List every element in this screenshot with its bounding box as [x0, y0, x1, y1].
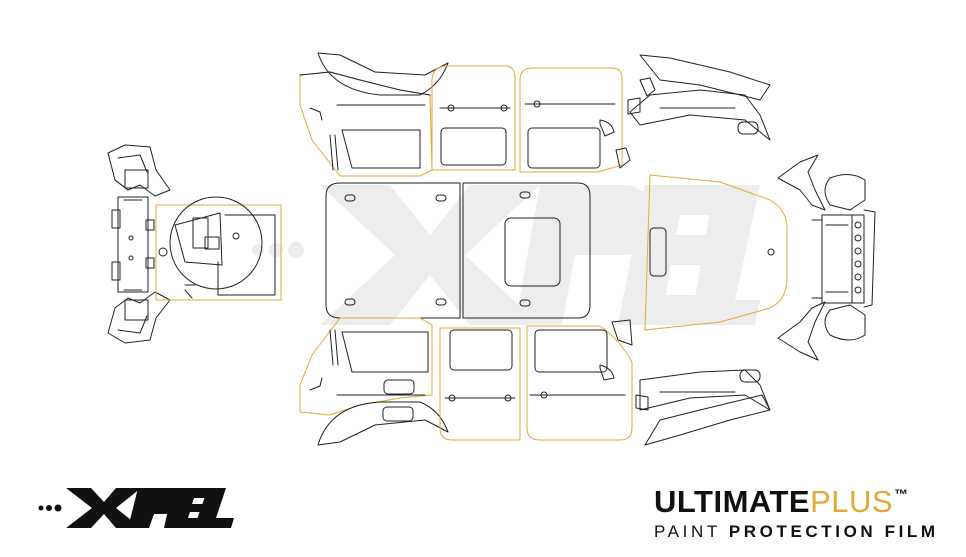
product-name-main: ULTIMATE — [654, 484, 811, 519]
front-bumper-grille-pattern — [777, 154, 876, 361]
product-name-accent: PLUS — [810, 484, 894, 519]
tagline-paint: PAINT — [654, 522, 721, 541]
rear-bumper-pattern — [107, 144, 171, 344]
trademark: ™ — [894, 486, 909, 502]
top-side-panels — [299, 52, 771, 177]
liftgate-pattern — [155, 196, 282, 301]
product-name: ULTIMATEPLUS™ — [654, 484, 909, 520]
tagline-film: FILM — [884, 522, 939, 541]
hardtop-pattern — [325, 182, 591, 319]
bottom-side-panels — [299, 317, 771, 446]
hood-pattern — [644, 174, 788, 331]
xpel-logo-icon — [38, 488, 234, 528]
dots-icon — [38, 504, 62, 512]
tagline-protection: PROTECTION — [728, 522, 877, 541]
ultimate-plus-branding: ULTIMATEPLUS™ PAINT PROTECTION FILM — [648, 484, 948, 544]
product-tagline: PAINT PROTECTION FILM — [654, 522, 939, 542]
